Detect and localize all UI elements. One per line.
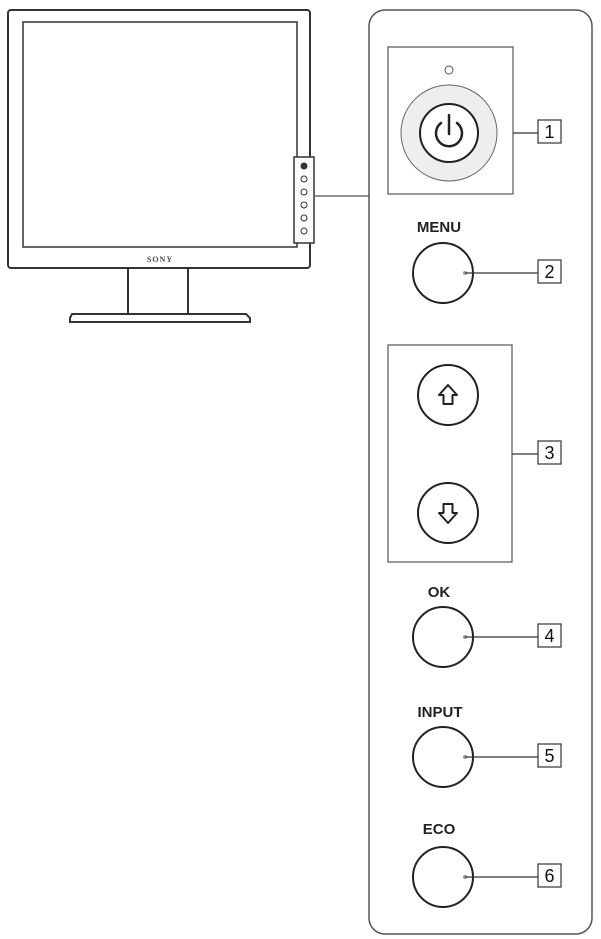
monitor-brand-logo: SONY — [147, 255, 173, 264]
input-label: INPUT — [418, 704, 463, 721]
power-indicator-led — [444, 65, 454, 75]
monitor-screen — [22, 21, 298, 248]
ok-label: OK — [428, 584, 451, 601]
monitor-stand-base — [69, 313, 251, 323]
callout-box-6 — [537, 863, 562, 888]
menu-label: MENU — [417, 219, 461, 236]
eco-section: ECO 6 — [412, 821, 562, 908]
monitor-small-button — [300, 201, 308, 209]
monitor-small-button — [300, 175, 308, 183]
callout-number-1: 1 — [544, 122, 554, 142]
monitor-button-strip — [293, 156, 315, 244]
monitor-small-button — [300, 227, 308, 235]
callout-number-3: 3 — [544, 443, 554, 463]
power-icon — [434, 113, 464, 148]
menu-section: MENU 2 — [412, 219, 562, 304]
ok-section: OK 4 — [412, 584, 562, 668]
callout-number-4: 4 — [544, 626, 554, 646]
callout-number-5: 5 — [544, 746, 554, 766]
callout-box-1 — [537, 119, 562, 144]
callout-box-3 — [537, 440, 562, 465]
monitor-power-dot — [300, 162, 308, 170]
monitor-small-button — [300, 214, 308, 222]
input-section: INPUT 5 — [412, 704, 562, 788]
monitor-stand-neck — [127, 267, 189, 315]
power-section: 1 — [387, 46, 562, 195]
arrow-up-icon — [438, 384, 458, 405]
callout-box-2 — [537, 259, 562, 284]
eco-label: ECO — [423, 821, 456, 838]
callout-box-5 — [537, 743, 562, 768]
arrow-down-icon — [438, 503, 458, 524]
callout-number-6: 6 — [544, 866, 554, 886]
monitor-illustration: SONY — [7, 9, 370, 323]
callout-box-4 — [537, 623, 562, 648]
monitor-small-button — [300, 188, 308, 196]
arrow-section: 3 — [387, 344, 562, 563]
callout-number-2: 2 — [544, 262, 554, 282]
